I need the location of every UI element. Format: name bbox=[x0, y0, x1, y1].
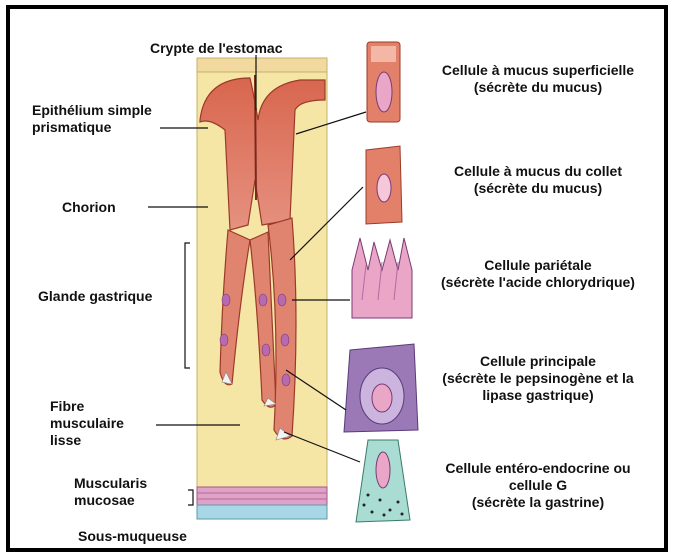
label-smooth-muscle: Fibre musculaire lisse bbox=[50, 398, 155, 449]
cell-label-enteroendocrine: Cellule entéro-endocrine ou cellule G (s… bbox=[418, 460, 658, 511]
cell-label-chief: Cellule principale (sécrète le pepsinogè… bbox=[418, 353, 658, 404]
cell-name: Cellule principale bbox=[418, 353, 658, 370]
label-submucosa: Sous-muqueuse bbox=[78, 528, 187, 545]
cell-label-neck-mucous: Cellule à mucus du collet (sécrète du mu… bbox=[418, 163, 658, 197]
tissue-top-surface bbox=[197, 58, 327, 72]
cell-description: (sécrète l'acide chlorydrique) bbox=[418, 274, 658, 291]
cell-description: (sécrète du mucus) bbox=[418, 79, 658, 96]
cell-label-surface-mucous: Cellule à mucus superficielle (sécrète d… bbox=[418, 62, 658, 96]
muscularis-mucosae-band bbox=[197, 487, 327, 505]
submucosa-band bbox=[197, 505, 327, 519]
neck-mucous-cell-illustration bbox=[366, 146, 402, 224]
cell-name: Cellule pariétale bbox=[418, 257, 658, 274]
cell-name: Cellule à mucus du collet bbox=[418, 163, 658, 180]
label-chorion: Chorion bbox=[62, 199, 116, 216]
chief-cell-illustration bbox=[344, 344, 418, 432]
cell-description: (sécrète la gastrine) bbox=[418, 494, 658, 511]
cell-description: (sécrète le pepsinogène et la lipase gas… bbox=[438, 370, 638, 404]
cell-description: (sécrète du mucus) bbox=[418, 180, 658, 197]
cell-name: Cellule à mucus superficielle bbox=[418, 62, 658, 79]
label-gastric-gland: Glande gastrique bbox=[38, 288, 152, 305]
cell-name: Cellule entéro-endocrine ou cellule G bbox=[438, 460, 638, 494]
enteroendocrine-cell-illustration bbox=[356, 440, 410, 522]
label-epithelium: Epithélium simple prismatique bbox=[32, 102, 162, 136]
label-crypt: Crypte de l'estomac bbox=[150, 40, 283, 57]
parietal-cell-illustration bbox=[352, 238, 412, 318]
surface-mucous-cell-illustration bbox=[367, 42, 400, 122]
label-muscularis-mucosae: Muscularis mucosae bbox=[74, 475, 174, 509]
cell-label-parietal: Cellule pariétale (sécrète l'acide chlor… bbox=[418, 257, 658, 291]
